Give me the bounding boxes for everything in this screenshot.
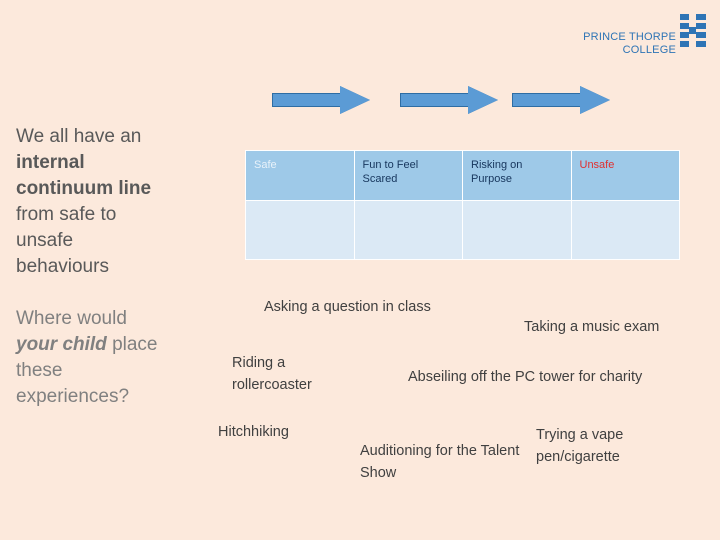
question-line-2-rest: place — [106, 334, 158, 355]
experience-asking-a-question-in-class[interactable]: Asking a question in class — [264, 299, 431, 315]
school-name: PRINCE THORPE COLLEGE — [583, 31, 676, 57]
intro-line-6: behaviours — [16, 256, 109, 277]
table-header-risking-on-purpose: Risking on Purpose — [462, 150, 572, 201]
table-cell-unsafe-blank[interactable] — [570, 200, 680, 260]
intro-line-4: from safe to — [16, 204, 117, 225]
continuum-table: Safe Fun to Feel Scared Risking on Purpo… — [245, 150, 680, 260]
experience-abseiling-off-the-pc-tower[interactable]: Abseiling off the PC tower for charity — [408, 369, 643, 385]
school-name-line2: COLLEGE — [622, 44, 676, 56]
table-header-unsafe: Unsafe — [570, 150, 680, 201]
question-line-1: Where would — [16, 308, 127, 329]
logo-mark-icon — [680, 14, 706, 48]
table-row-headers: Safe Fun to Feel Scared Risking on Purpo… — [245, 150, 680, 201]
experience-taking-a-music-exam[interactable]: Taking a music exam — [524, 319, 660, 335]
question-paragraph: Where would your child place these exper… — [16, 306, 236, 410]
arrow-right-icon-1 — [272, 86, 372, 114]
question-emphasis: your child — [16, 334, 107, 355]
intro-paragraph: We all have an internal continuum line f… — [16, 124, 236, 280]
school-name-line1: PRINCE THORPE — [583, 31, 676, 43]
experience-riding-a-rollercoaster[interactable]: Riding a rollercoaster — [232, 355, 312, 393]
table-cell-risking-blank[interactable] — [462, 200, 572, 260]
question-line-4: experiences? — [16, 386, 130, 407]
continuum-arrows — [272, 86, 612, 116]
intro-line-5: unsafe — [16, 230, 74, 251]
arrow-right-icon-3 — [512, 86, 612, 114]
table-row-blank — [245, 200, 680, 260]
table-header-fun-to-feel-scared: Fun to Feel Scared — [353, 150, 463, 201]
question-line-3: these — [16, 360, 63, 381]
school-logo: PRINCE THORPE COLLEGE — [583, 14, 706, 57]
experience-hitchhiking[interactable]: Hitchhiking — [218, 424, 289, 440]
experience-auditioning-for-the-talent-show[interactable]: Auditioning for the Talent Show — [360, 443, 520, 481]
table-header-safe: Safe — [245, 150, 355, 201]
intro-line-2: internal — [16, 152, 85, 173]
table-cell-fun-blank[interactable] — [353, 200, 463, 260]
intro-line-1: We all have an — [16, 126, 142, 147]
experience-trying-a-vape[interactable]: Trying a vape pen/cigarette — [536, 427, 624, 465]
question-line-2: your child place — [16, 332, 236, 358]
intro-line-3: continuum line — [16, 178, 152, 199]
table-cell-safe-blank[interactable] — [245, 200, 355, 260]
arrow-right-icon-2 — [400, 86, 500, 114]
